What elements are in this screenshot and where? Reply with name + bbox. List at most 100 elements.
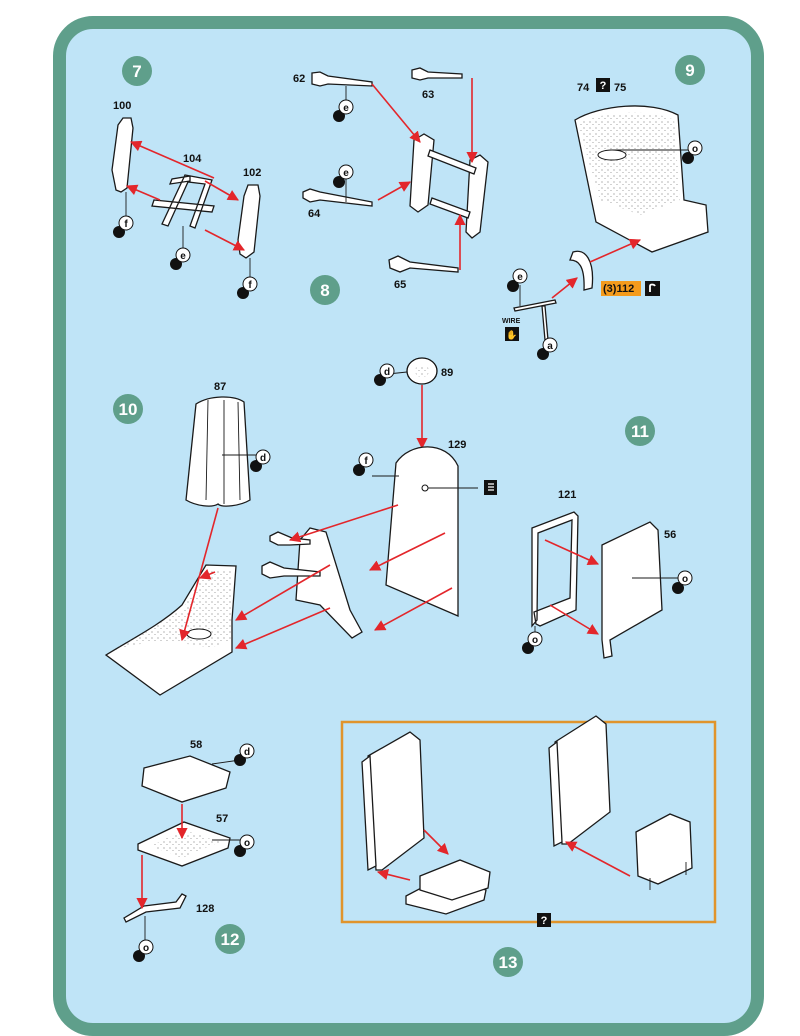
svg-text:e: e xyxy=(180,251,186,262)
svg-text:?: ? xyxy=(600,80,607,92)
paint-drop-a: a xyxy=(537,337,558,360)
paint-drop-d: d xyxy=(374,363,408,386)
paint-drop-o: o xyxy=(522,626,543,654)
part-129-armor-plate xyxy=(385,446,459,617)
step-11-diagram: 121 56 o o xyxy=(522,489,693,659)
svg-text:a: a xyxy=(547,341,553,352)
paint-drop-f: f xyxy=(237,258,258,299)
svg-text:8: 8 xyxy=(320,281,329,300)
part-129-label: 129 xyxy=(448,439,466,451)
part-112-label: (3)112 xyxy=(603,283,634,295)
part-112-curved xyxy=(569,250,594,291)
unknown-part-icon xyxy=(596,78,610,92)
part-56-label: 56 xyxy=(664,529,676,541)
part-64-label: 64 xyxy=(308,208,321,220)
paint-drop-o: o xyxy=(672,570,693,594)
part-75-label: 75 xyxy=(614,82,626,94)
panel-assembled-left xyxy=(367,731,425,871)
part-57-label: 57 xyxy=(216,813,228,825)
svg-text:e: e xyxy=(343,168,349,179)
step-12-badge: 12 xyxy=(215,924,245,954)
part-104-label: 104 xyxy=(183,153,202,165)
svg-text:f: f xyxy=(248,280,252,291)
panel-assembled-right xyxy=(554,715,611,845)
part-65-label: 65 xyxy=(394,279,406,291)
paint-drop-e: e xyxy=(170,226,191,270)
paint-drop-f: f xyxy=(113,192,134,238)
frame-assembled xyxy=(295,527,363,639)
paint-drop-f: f xyxy=(353,452,399,477)
part-63-label: 63 xyxy=(422,89,434,101)
step-8-badge: 8 xyxy=(310,275,340,305)
part-56-side-panel xyxy=(601,521,663,659)
step-10-badge: 10 xyxy=(113,394,143,424)
step-11-badge: 11 xyxy=(625,416,655,446)
part-102-frame-side xyxy=(237,184,261,259)
svg-text:d: d xyxy=(384,367,390,378)
part-89-label: 89 xyxy=(441,367,453,379)
svg-text:o: o xyxy=(692,144,698,155)
svg-text:7: 7 xyxy=(132,62,141,81)
frame-edge-left xyxy=(361,754,377,872)
part-100-frame-side xyxy=(111,117,134,193)
part-87-backrest-cushion xyxy=(185,396,251,507)
unknown-part-icon xyxy=(537,913,551,927)
seat-cushion-left xyxy=(419,859,491,901)
part-128-label: 128 xyxy=(196,903,214,915)
svg-text:e: e xyxy=(517,272,523,283)
frame-side-right xyxy=(465,154,489,239)
part-58-seat-cushion xyxy=(141,755,231,803)
step-13-diagram: ? xyxy=(340,715,717,927)
part-128-rod xyxy=(123,893,187,923)
hand-icon xyxy=(505,327,519,341)
step-8-diagram: 62 63 64 65 e e xyxy=(293,67,489,291)
svg-text:d: d xyxy=(244,747,250,758)
svg-text:✋: ✋ xyxy=(506,329,517,341)
svg-text:o: o xyxy=(143,943,149,954)
frame-side-left xyxy=(409,133,435,213)
step-9-badge: 9 xyxy=(675,55,705,85)
part-62-label: 62 xyxy=(293,73,305,85)
step-10-diagram: 87 89 129 d d f xyxy=(104,357,497,696)
frame-brace xyxy=(427,149,477,219)
svg-text:11: 11 xyxy=(631,422,649,441)
part-87-label: 87 xyxy=(214,381,226,393)
paint-drop-d: d xyxy=(250,449,271,472)
subassembly-box xyxy=(340,720,717,924)
svg-text:d: d xyxy=(260,453,266,464)
part-100-label: 100 xyxy=(113,100,131,112)
svg-text:o: o xyxy=(682,574,688,585)
paint-drop-o: o xyxy=(234,834,255,857)
svg-text:f: f xyxy=(124,219,128,230)
step-7-diagram: 100 104 102 f e f xyxy=(111,100,261,299)
part-58-label: 58 xyxy=(190,739,202,751)
svg-text:?: ? xyxy=(541,915,548,927)
part-63-lever xyxy=(411,67,463,81)
paint-drop-e: e xyxy=(507,268,528,306)
svg-text:e: e xyxy=(343,103,349,114)
step-12-diagram: 58 57 128 d o o xyxy=(123,739,255,962)
part-112-highlight xyxy=(601,281,641,296)
svg-text:13: 13 xyxy=(499,953,518,972)
svg-text:o: o xyxy=(244,838,250,849)
part-121-label: 121 xyxy=(558,489,576,501)
part-65-lever xyxy=(388,255,459,273)
paint-drop-d: d xyxy=(234,743,255,766)
paint-drop-o: o xyxy=(682,140,703,164)
paint-drop-o: o xyxy=(133,916,154,962)
part-74-label: 74 xyxy=(577,82,590,94)
svg-text:12: 12 xyxy=(221,930,240,949)
svg-text:f: f xyxy=(364,456,368,467)
part-104-cross-brace xyxy=(151,174,215,229)
frame-edge-right xyxy=(548,740,563,848)
paint-drop-e: e xyxy=(333,164,354,202)
lever-lower xyxy=(261,561,321,579)
step-7-badge: 7 xyxy=(122,56,152,86)
step-9-diagram: 74 ? 75 o e a WIRE ✋ (3)112 xyxy=(502,78,709,360)
paint-drop-e: e xyxy=(333,86,354,122)
part-62-lever xyxy=(311,71,373,87)
step-13-badge: 13 xyxy=(493,947,523,977)
part-64-lever xyxy=(302,188,373,207)
svg-text:o: o xyxy=(532,635,538,646)
